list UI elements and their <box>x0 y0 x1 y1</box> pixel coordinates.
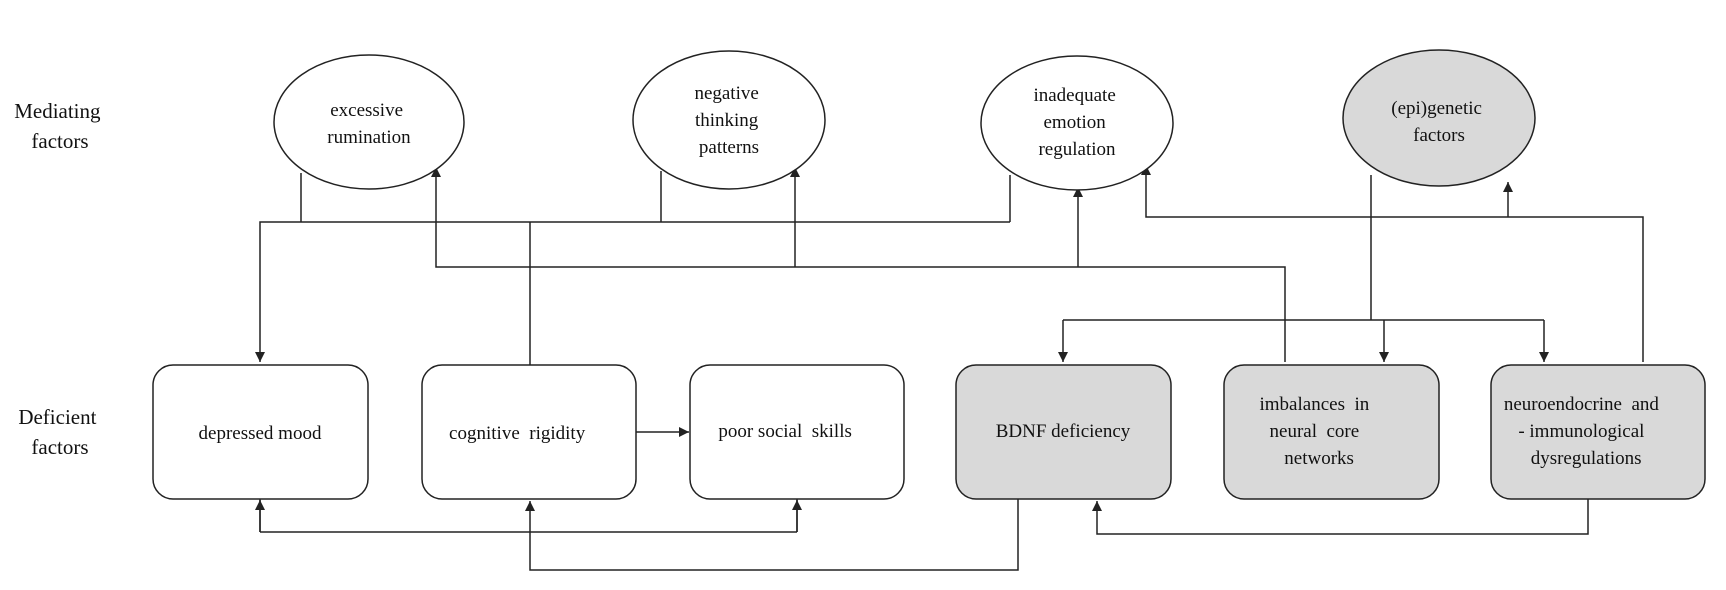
node-neuroendocrine-immunological-dysregulations: neuroendocrine and - immunological dysre… <box>1490 364 1706 500</box>
connector-neuroendocrine-to-bdnf <box>1092 499 1589 535</box>
node-negative-thinking-patterns: negative thinking patterns <box>632 50 826 190</box>
node-depressed-mood: depressed mood <box>152 364 369 500</box>
row-label-mediating: Mediating factors <box>14 99 106 153</box>
svg-text:cognitive rigidity: cognitive rigidity <box>0 0 609 444</box>
row-label-deficient: Deficient factors <box>18 405 101 459</box>
svg-text:poor social skills: poor social skills <box>0 0 876 442</box>
node-cognitive-rigidity: cognitive rigidity <box>0 0 637 500</box>
connector-bdnf-to-cognitive-rigidity <box>525 499 1019 571</box>
node-excessive-rumination: excessive rumination <box>273 54 465 190</box>
svg-text:excessive rumination: excessive rumination <box>327 100 411 148</box>
svg-text:(epi)genetic factors: (epi)genetic factors <box>1391 98 1486 146</box>
connector-neuroendocrine-up <box>1141 165 1644 362</box>
connector-mood-social-bottom <box>259 499 798 533</box>
svg-text:inadequate emotion: inadequate emotion regulation <box>1033 85 1120 160</box>
node-imbalances-neural-core-networks: imbalances in neural core networks <box>1223 364 1440 500</box>
svg-text:depressed mood: depressed mood <box>199 423 322 444</box>
connectors <box>259 165 1644 571</box>
node-inadequate-emotion-regulation: inadequate emotion regulation <box>980 55 1174 191</box>
svg-text:neuroendocrine and - im: neuroendocrine and - immunological dysre… <box>1504 394 1660 469</box>
connector-epigenetic-down <box>1063 175 1544 321</box>
svg-text:imbalances in neural c: imbalances in neural core networks <box>1260 394 1370 469</box>
connector-mediators-to-depressed-mood <box>260 171 1011 362</box>
node-poor-social-skills: poor social skills <box>0 0 905 500</box>
node-bdnf-deficiency: BDNF deficiency <box>955 364 1172 500</box>
svg-text:BDNF deficiency: BDNF deficiency <box>996 421 1131 442</box>
svg-text:negative thinking: negative thinking patterns <box>694 83 763 158</box>
node-epigenetic-factors: (epi)genetic factors <box>1342 49 1536 187</box>
connector-neural-networks-up <box>431 167 1286 362</box>
